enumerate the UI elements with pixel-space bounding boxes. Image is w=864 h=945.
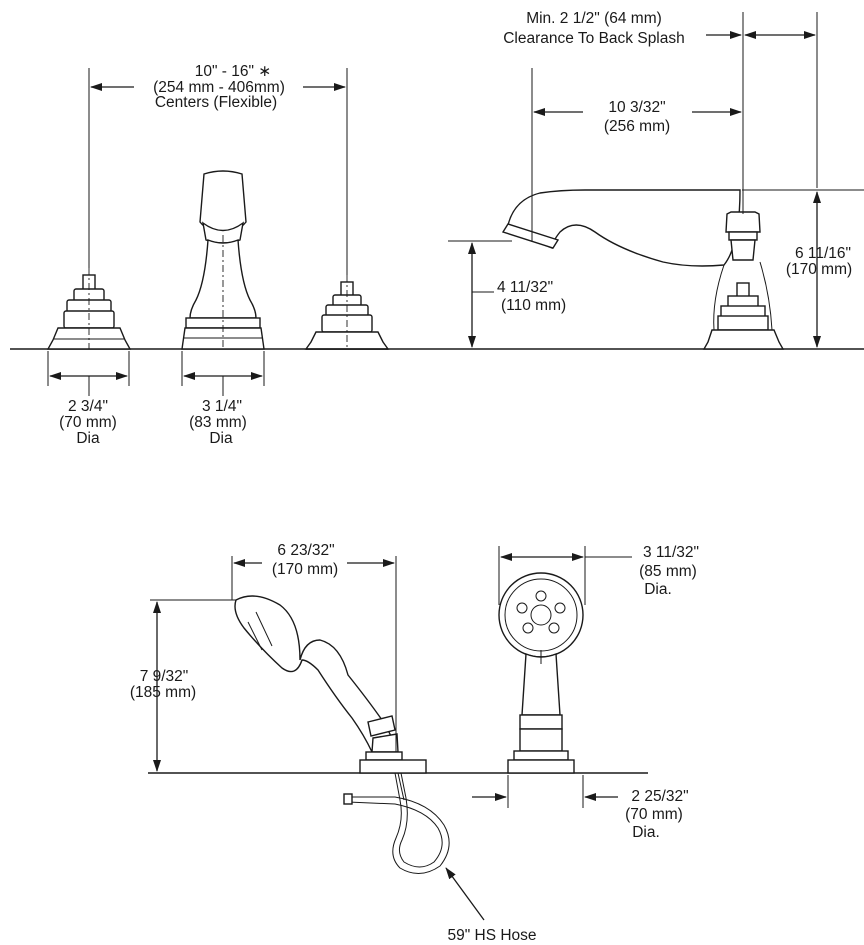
centers-range-label: 10" - 16" ∗ [195,63,272,80]
clearance-note-label: Clearance To Back Splash [503,30,685,47]
total-height-mm: (170 mm) [786,261,852,278]
reach-in-label: 10 3/32" [608,99,665,116]
handle-dia-in: 2 3/4" [68,398,108,415]
hand-shower-front-view [498,572,584,774]
hose-callout [445,867,485,921]
dim-centers [88,68,348,275]
handle-dia-mm: (70 mm) [59,414,117,431]
mount-dia-in: 2 25/32" [631,788,688,805]
head-dia-in: 3 11/32" [643,544,699,561]
dim-total-height [742,189,864,348]
spout-base-dia-mm: (83 mm) [189,414,247,431]
dim-hs-height [150,599,236,772]
dim-clearance [706,12,818,214]
spout-side-view [501,189,785,350]
spout-base-dia-word: Dia [209,430,233,447]
reach-mm-label: (256 mm) [604,118,670,135]
mount-dia-word: Dia. [632,824,660,841]
hs-width-in: 6 23/32" [277,542,334,559]
head-dia-mm: (85 mm) [639,563,697,580]
spout-height-mm: (110 mm) [501,297,566,314]
dim-hs-width [231,556,397,752]
dim-handle-diameter [47,351,130,396]
centers-metric-label: (254 mm - 406mm) [153,79,285,96]
centers-note-label: Centers (Flexible) [155,94,277,111]
mount-dia-mm: (70 mm) [625,806,683,823]
spout-height-in: 4 11/32" [497,279,553,296]
hs-height-in: 7 9/32" [140,668,189,685]
dim-mount-diameter [472,775,618,808]
hs-width-mm: (170 mm) [272,561,338,578]
hose-loop [343,772,450,874]
hs-height-mm: (185 mm) [130,684,196,701]
dim-spout-reach [531,68,742,242]
clearance-label: Min. 2 1/2" (64 mm) [526,10,662,27]
spout-base-dia-in: 3 1/4" [202,398,242,415]
total-height-in: 6 11/16" [795,245,851,262]
dim-head-diameter [498,546,632,605]
hose-label: 59" HS Hose [447,927,536,944]
head-dia-word: Dia. [644,581,672,598]
hand-shower-side-view [234,595,427,774]
handle-dia-word: Dia [76,430,100,447]
spout-body-front [181,170,265,350]
dim-spout-height [448,240,512,348]
dim-spout-base-diameter [181,351,265,396]
